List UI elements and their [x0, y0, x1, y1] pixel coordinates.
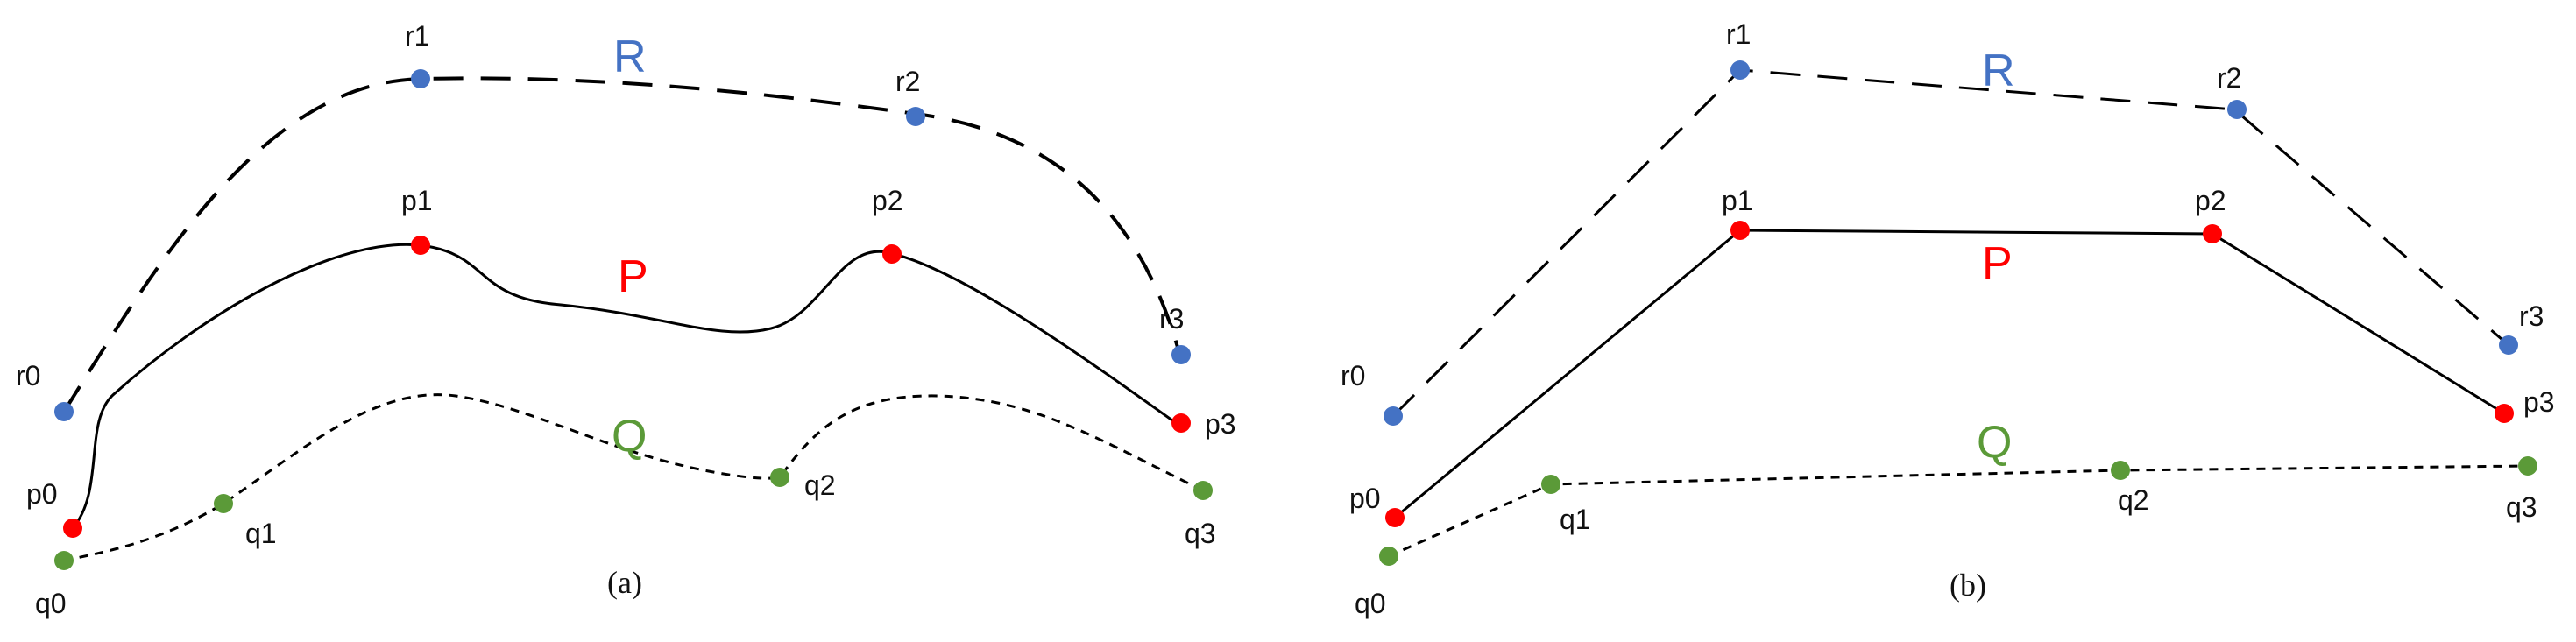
panel-b-label-q2: q2 [2118, 484, 2149, 516]
panel-a-label-r0: r0 [16, 360, 40, 392]
panel-b-point-p3 [2495, 404, 2514, 423]
panel-a-curve-q [63, 393, 1204, 562]
panel-a-label-r2: r2 [895, 66, 920, 97]
panel-b-point-q2 [2111, 461, 2130, 480]
panel-a-label-q1: q1 [245, 518, 277, 549]
panel-a-point-p2 [882, 244, 902, 264]
panel-b-label-p0: p0 [1349, 483, 1381, 514]
panel-b-point-r2 [2227, 100, 2247, 119]
panel-a-label-q0: q0 [35, 588, 67, 619]
panel-b-polyline-p [1394, 229, 2505, 519]
panel-b-curve-label-p: P [1982, 238, 2013, 289]
panel-a-point-p3 [1171, 413, 1191, 433]
panel-a-point-p0 [63, 519, 82, 538]
panel-b-point-p0 [1385, 508, 1405, 527]
panel-b-label-r0: r0 [1341, 360, 1365, 392]
panel-a-point-q2 [770, 468, 789, 487]
panel-a-point-r3 [1171, 345, 1191, 364]
panel-a-curve-label-q: Q [612, 411, 647, 462]
panel-b-point-q1 [1541, 475, 1560, 494]
panel-b-curve-label-r: R [1982, 46, 2015, 96]
panel-a-curve-label-r: R [613, 32, 647, 82]
panel-a-label-r3: r3 [1159, 303, 1184, 335]
panel-b-point-q3 [2518, 456, 2537, 476]
panel-b-curve-label-q: Q [1977, 417, 2012, 468]
panel-a-label-q2: q2 [804, 469, 836, 501]
panel-b-label-p2: p2 [2195, 185, 2226, 216]
panel-a-point-r0 [54, 402, 74, 421]
panel-a-label-p2: p2 [872, 185, 903, 216]
panel-a-point-r2 [906, 107, 925, 126]
panel-b-label-q1: q1 [1560, 504, 1591, 535]
panel-a-label-q3: q3 [1185, 518, 1216, 549]
panel-b: r0 r1 r2 r3 p0 p1 p2 p3 q0 q1 q2 q3 R P … [1341, 18, 2555, 619]
panel-b-polyline-r [1391, 68, 2509, 418]
panel-a-point-q3 [1193, 481, 1213, 500]
panel-a-point-r1 [411, 69, 430, 88]
panel-b-polyline-q [1388, 464, 2529, 558]
panel-b-label-r3: r3 [2519, 300, 2544, 332]
panel-b-point-q0 [1379, 547, 1398, 566]
panel-b-caption: (b) [1950, 568, 1986, 603]
panel-b-point-p1 [1730, 221, 1750, 240]
panel-a-point-q0 [54, 551, 74, 570]
panel-a-label-p1: p1 [401, 185, 433, 216]
panel-b-label-q3: q3 [2506, 491, 2537, 523]
panel-b-point-r1 [1730, 60, 1750, 80]
panel-b-label-r2: r2 [2217, 62, 2241, 94]
panel-a-curve-label-p: P [618, 251, 648, 302]
panel-a-point-p1 [411, 236, 430, 255]
panel-b-point-p2 [2203, 224, 2222, 243]
panel-a-curve-r [62, 76, 1180, 413]
panel-b-point-r3 [2499, 335, 2518, 355]
panel-b-label-q0: q0 [1355, 588, 1386, 619]
panel-a-label-p0: p0 [26, 478, 58, 510]
panel-b-label-r1: r1 [1726, 18, 1751, 50]
panel-a-label-r1: r1 [405, 20, 429, 52]
panel-a-point-q1 [214, 494, 233, 513]
panel-a: r0 r1 r2 r3 p0 p1 p2 p3 q0 q1 q2 q3 R P … [16, 20, 1236, 619]
panel-b-point-r0 [1384, 406, 1403, 426]
panel-a-caption: (a) [607, 565, 642, 600]
panel-b-label-p1: p1 [1722, 185, 1753, 216]
panel-b-label-p3: p3 [2523, 386, 2555, 418]
panel-a-curve-p [71, 243, 1179, 529]
panel-a-label-p3: p3 [1205, 408, 1236, 440]
